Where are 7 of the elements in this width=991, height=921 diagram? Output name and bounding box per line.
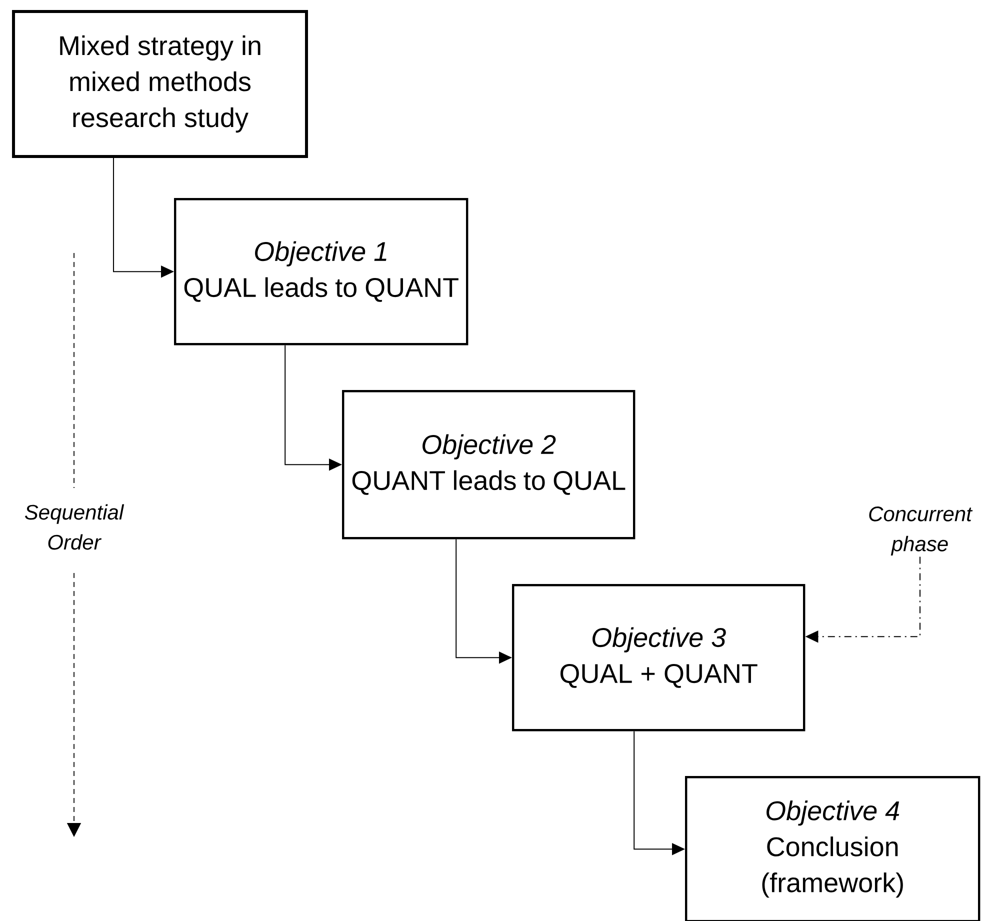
process-box: Mixed strategy in mixed methods research study (12, 10, 308, 158)
process-box: Objective 1 QUAL leads to QUANT (174, 198, 468, 346)
process-box: Objective 4 Conclusion (framework) (685, 776, 980, 921)
side-label: Concurrent phase (869, 506, 973, 556)
process-box: Objective 2 QUANT leads to QUAL (342, 390, 636, 540)
side-label: Sequential Order (24, 504, 124, 550)
process-box: Objective 3 QUAL + QUANT (512, 584, 806, 732)
